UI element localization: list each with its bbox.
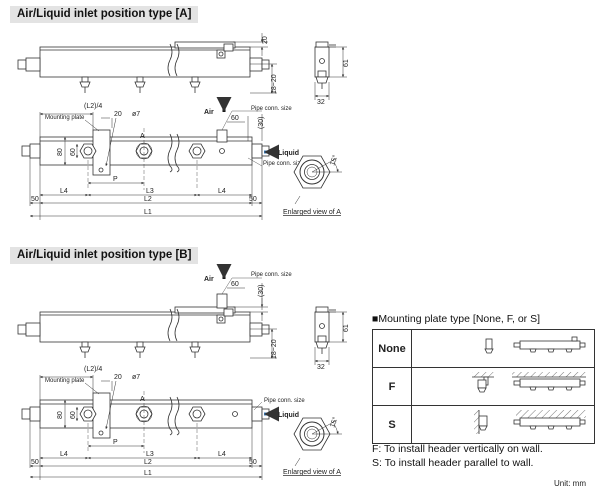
point-a-label: A (140, 396, 145, 403)
air-label: Air (204, 276, 214, 283)
phi7-label: ø7 (132, 374, 140, 381)
dim-60-label: 60 (70, 411, 77, 419)
dim-32-label: 32 (317, 364, 325, 371)
dim-15deg-label: 15° (328, 416, 339, 429)
dim-18-20-label: 18~20 (271, 74, 278, 94)
dim-30-label: (30) (258, 285, 265, 297)
row-label: S (372, 405, 412, 444)
dim-p-label: P (113, 176, 118, 183)
f-mount-icon (472, 372, 586, 393)
dim-50-label: 50 (31, 196, 39, 203)
type-a-drawing: 20 18~20 61 32 (18, 33, 350, 220)
liquid-label: Liquid (278, 412, 299, 419)
dim-18-20-label: 18~20 (271, 339, 278, 359)
phi7-label: ø7 (132, 111, 140, 118)
mounting-plate-title: ■Mounting plate type [None, F, or S] (372, 313, 541, 325)
pipe-conn-size-label: Pipe conn. size (263, 161, 304, 167)
dim-l4-label: L4 (60, 188, 68, 195)
dim-30-label: (30) (258, 117, 265, 129)
none-mount-icon (484, 336, 586, 354)
dim-20-label: 20 (262, 36, 269, 44)
enlarged-view-label: Enlarged view of A (283, 469, 341, 476)
mounting-plate-label: Mounting plate (45, 378, 85, 384)
dim-l3-label: L3 (146, 188, 154, 195)
section-title-type-b: Air/Liquid inlet position type [B] (10, 247, 199, 264)
dim-60-label: 60 (231, 115, 239, 122)
dim-l3-label: L3 (146, 451, 154, 458)
pipe-conn-size-label: Pipe conn. size (264, 398, 305, 404)
dim-l4-label: L4 (60, 451, 68, 458)
dim-20-label: 20 (114, 111, 122, 118)
dim-l1-label: L1 (144, 470, 152, 477)
dim-80-label: 80 (57, 148, 64, 156)
row-label: F (372, 367, 412, 406)
enlarged-view-label: Enlarged view of A (283, 209, 341, 216)
dim-61-label: 61 (343, 324, 350, 332)
dim-p-label: P (113, 439, 118, 446)
type-b-drawing: Air Pipe conn. size 60 (30) 18~20 61 32 (18, 264, 350, 480)
dim-50-label: 50 (249, 459, 257, 466)
liquid-label: Liquid (278, 150, 299, 157)
dim-20-label: 20 (114, 374, 122, 381)
note-f: F: To install header vertically on wall. (372, 443, 543, 455)
none-illustration (411, 329, 595, 368)
point-a-label: A (140, 133, 145, 140)
note-s: S: To install header parallel to wall. (372, 457, 534, 469)
dim-l2-label: L2 (144, 196, 152, 203)
dim-60-label: 60 (231, 281, 239, 288)
dim-l1-label: L1 (144, 209, 152, 216)
pipe-conn-size-label: Pipe conn. size (251, 272, 292, 278)
dim-l4-label: L4 (218, 451, 226, 458)
mounting-plate-row-s: S (372, 405, 595, 444)
dim-l2-4-label: (L2)/4 (84, 366, 102, 373)
f-illustration (411, 367, 595, 406)
air-label: Air (204, 109, 214, 116)
mounting-plate-row-f: F (372, 367, 595, 406)
dim-61-label: 61 (343, 59, 350, 67)
dim-l2-label: L2 (144, 459, 152, 466)
unit-label: Unit: mm (554, 479, 586, 488)
dim-l4-label: L4 (218, 188, 226, 195)
pipe-conn-size-label: Pipe conn. size (251, 106, 292, 112)
dim-15deg-label: 15° (328, 154, 339, 167)
section-title-type-a: Air/Liquid inlet position type [A] (10, 6, 199, 23)
row-label: None (372, 329, 412, 368)
mounting-plate-table: None F (372, 329, 595, 444)
dim-80-label: 80 (57, 411, 64, 419)
s-illustration (411, 405, 595, 444)
s-mount-icon (474, 410, 586, 434)
dim-50-label: 50 (31, 459, 39, 466)
dim-60-label: 60 (70, 148, 77, 156)
mounting-plate-row-none: None (372, 329, 595, 368)
dim-50-label: 50 (249, 196, 257, 203)
mounting-plate-label: Mounting plate (45, 115, 85, 121)
dim-32-label: 32 (317, 99, 325, 106)
dim-l2-4-label: (L2)/4 (84, 103, 102, 110)
